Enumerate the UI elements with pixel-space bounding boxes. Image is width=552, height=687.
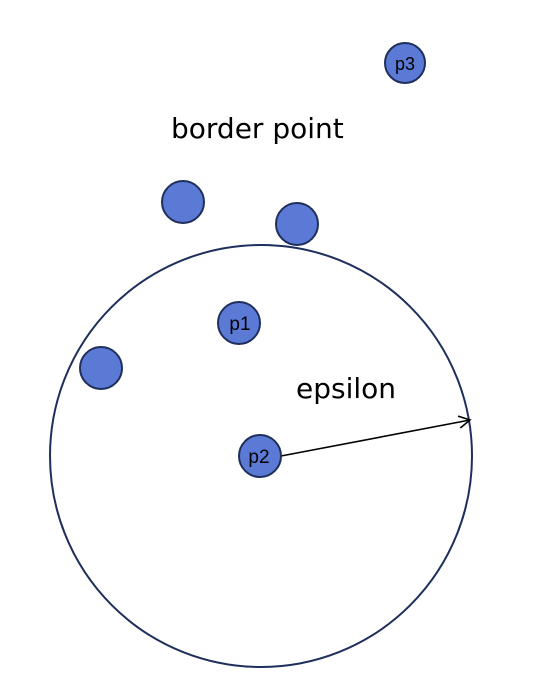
point-marker — [161, 180, 205, 224]
epsilon-neighborhood-circle — [49, 244, 473, 668]
point-marker — [79, 346, 123, 390]
epsilon-label: epsilon — [296, 372, 396, 405]
border-point-label: border point — [171, 112, 344, 145]
point-p1: p1 — [217, 301, 261, 345]
point-p3-label: p3 — [395, 54, 415, 74]
point-p2-marker — [238, 434, 282, 478]
point-marker — [275, 202, 319, 246]
point-p2-label: p2 — [248, 447, 269, 468]
point-p3-marker — [384, 42, 426, 84]
point-p1-marker — [217, 301, 261, 345]
point-p3: p3 — [384, 42, 426, 84]
epsilon-radius-arrow — [280, 415, 472, 457]
point-p2: p2 — [238, 434, 282, 478]
point-p1-label: p1 — [229, 314, 250, 335]
